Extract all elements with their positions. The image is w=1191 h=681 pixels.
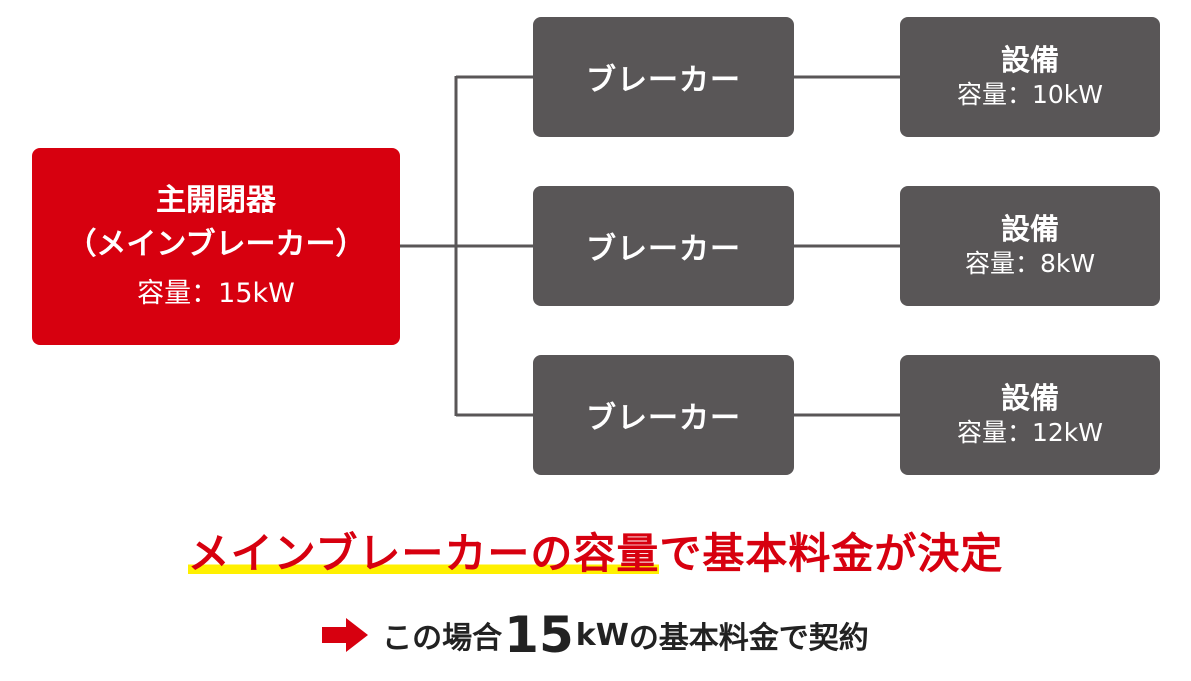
- equipment-box-1: 設備 容量：10kW: [900, 17, 1160, 137]
- equipment-title: 設備: [1000, 381, 1059, 415]
- breaker-label: ブレーカー: [586, 63, 741, 98]
- arrow-right-icon: [322, 618, 369, 652]
- headline-highlighted-part: メインブレーカーの容量: [187, 529, 660, 578]
- headline: メインブレーカーの容量で基本料金が決定: [0, 520, 1191, 581]
- conclusion-prefix: この場合: [382, 621, 503, 656]
- equipment-box-3: 設備 容量：12kW: [900, 355, 1160, 475]
- equipment-title: 設備: [1000, 212, 1059, 246]
- equipment-capacity: 容量：12kW: [956, 418, 1103, 447]
- main-breaker-capacity: 容量：15kW: [137, 277, 295, 309]
- breaker-box-1: ブレーカー: [533, 17, 794, 137]
- conclusion-number: 15: [504, 606, 574, 664]
- breaker-box-2: ブレーカー: [533, 186, 794, 306]
- conclusion-unit: kW: [575, 617, 629, 653]
- equipment-title: 設備: [1000, 43, 1059, 77]
- equipment-box-2: 設備 容量：8kW: [900, 186, 1160, 306]
- main-breaker-title: 主開閉器: [156, 182, 276, 218]
- main-breaker-box: 主開閉器 （メインブレーカー） 容量：15kW: [32, 148, 400, 345]
- headline-part1: メインブレーカーの: [187, 529, 574, 578]
- headline-highlight: 容量: [573, 529, 660, 578]
- main-breaker-subtitle: （メインブレーカー）: [66, 226, 366, 262]
- conclusion-suffix: の基本料金で契約: [628, 621, 869, 656]
- equipment-capacity: 容量：8kW: [964, 249, 1096, 278]
- breaker-box-3: ブレーカー: [533, 355, 794, 475]
- breaker-label: ブレーカー: [586, 401, 741, 436]
- headline-part2: で基本料金が決定: [659, 529, 1004, 578]
- breaker-label: ブレーカー: [586, 232, 741, 267]
- equipment-capacity: 容量：10kW: [956, 80, 1103, 109]
- conclusion-line: この場合 15 kW の基本料金で契約: [0, 605, 1191, 665]
